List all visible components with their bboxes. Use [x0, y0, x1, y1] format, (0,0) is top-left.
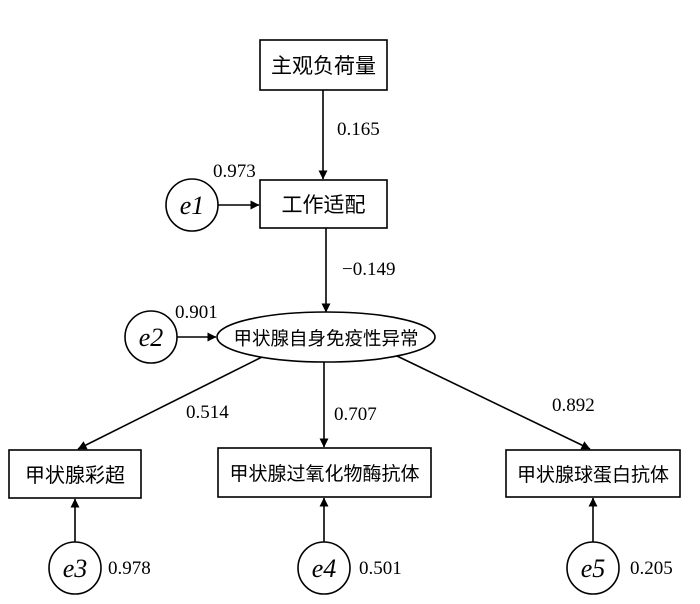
node-tpo-antibody: 甲状腺过氧化物酶抗体	[217, 447, 432, 498]
error-e4: e4	[297, 541, 351, 595]
error-e3-label: e3	[63, 554, 88, 583]
node-thyroid-autoimmune-label: 甲状腺自身免疫性异常	[233, 329, 418, 350]
node-thyroid-ultrasound-label: 甲状腺彩超	[25, 463, 125, 487]
error-e1: e1	[165, 178, 219, 232]
error-e4-label: e4	[312, 554, 337, 583]
node-subjective-load: 主观负荷量	[259, 39, 388, 91]
coef-thyroid-to-ultrasound: 0.514	[186, 402, 229, 423]
node-work-fit-label: 工作适配	[282, 193, 366, 217]
coef-fit-to-thyroid: −0.149	[342, 259, 395, 280]
coef-load-to-fit: 0.165	[337, 119, 380, 140]
node-thyroid-ultrasound: 甲状腺彩超	[8, 449, 142, 499]
coef-thyroid-to-tpo: 0.707	[334, 404, 377, 425]
error-e2-value: 0.901	[175, 302, 218, 323]
error-e3: e3	[48, 541, 102, 595]
node-tpo-antibody-label: 甲状腺过氧化物酶抗体	[229, 463, 419, 485]
error-e2-label: e2	[139, 323, 164, 352]
error-e4-value: 0.501	[359, 558, 402, 579]
error-e1-label: e1	[180, 191, 205, 220]
error-e5-value: 0.205	[630, 558, 673, 579]
error-e2: e2	[124, 310, 178, 364]
node-thyroid-autoimmune: 甲状腺自身免疫性异常	[216, 311, 436, 363]
coef-thyroid-to-tg: 0.892	[552, 395, 595, 416]
error-e3-value: 0.978	[108, 558, 151, 579]
node-subjective-load-label: 主观负荷量	[271, 54, 376, 78]
edge-thyroid-to-tg	[396, 355, 591, 450]
node-tg-antibody-label: 甲状腺球蛋白抗体	[517, 464, 669, 486]
node-tg-antibody: 甲状腺球蛋白抗体	[505, 449, 681, 498]
edge-thyroid-to-ultrasound	[77, 356, 263, 450]
error-e1-value: 0.973	[213, 161, 256, 182]
error-e5-label: e5	[581, 554, 606, 583]
error-e5: e5	[566, 541, 620, 595]
node-work-fit: 工作适配	[259, 179, 388, 229]
